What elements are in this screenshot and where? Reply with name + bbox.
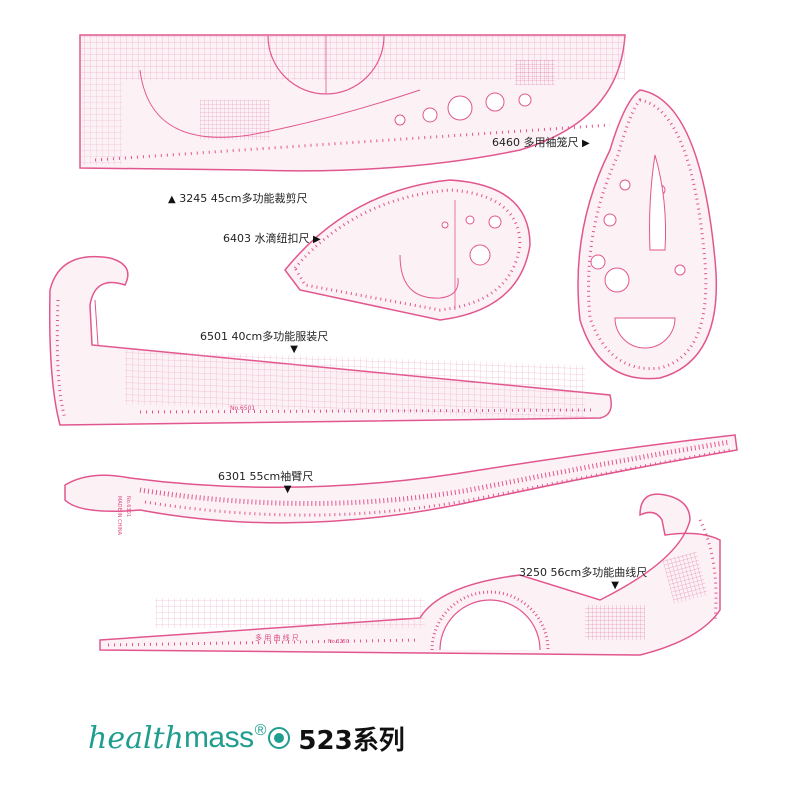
brand-logo-icon	[268, 727, 291, 749]
ruler-6301-number: No.6301	[125, 496, 131, 517]
right-arrow-icon: ▶	[582, 138, 590, 149]
ruler-6301-made: MADE IN CHINA	[116, 496, 122, 536]
ruler-3250: 多 用 曲 线 尺 No.3250	[99, 493, 721, 656]
brand-mass: mass	[183, 721, 254, 754]
ruler-6460	[577, 89, 718, 380]
ruler-6501-number: No.6501	[230, 405, 255, 412]
brand-footer: health mass ® 523系列	[88, 718, 405, 758]
up-arrow-icon: ▲	[168, 194, 176, 205]
registered-mark: ®	[254, 722, 267, 739]
caption-3250-text: 3250 56cm多功能曲线尺	[519, 566, 648, 579]
ruler-3250-title: 多 用 曲 线 尺	[255, 633, 299, 642]
ruler-6301: MADE IN CHINA No.6301	[64, 434, 738, 536]
down-arrow-icon: ▼	[290, 344, 298, 355]
caption-3245-text: 3245 45cm多功能裁剪尺	[179, 192, 308, 205]
right-arrow-icon: ▶	[313, 234, 321, 245]
caption-6460: 6460 多用袖笼尺 ▶	[492, 136, 590, 150]
ruler-3250-number: No.3250	[328, 639, 349, 645]
caption-6501-text: 6501 40cm多功能服装尺	[200, 330, 329, 343]
caption-6301-text: 6301 55cm袖臂尺	[218, 470, 314, 483]
ruler-6403	[284, 179, 531, 321]
caption-6501: 6501 40cm多功能服装尺 ▼	[200, 330, 328, 356]
down-arrow-icon: ▼	[611, 580, 619, 591]
brand-health: health	[88, 720, 184, 756]
ruler-6501: No.6501	[48, 255, 612, 426]
down-arrow-icon: ▼	[283, 484, 292, 495]
caption-6403-text: 6403 水滴纽扣尺	[223, 232, 310, 245]
caption-3245: ▲ 3245 45cm多功能裁剪尺	[168, 192, 307, 206]
ruler-3245	[79, 34, 626, 172]
caption-6403: 6403 水滴纽扣尺 ▶	[223, 232, 321, 246]
caption-3250: 3250 56cm多功能曲线尺 ▼	[519, 566, 647, 592]
series-title: 523系列	[298, 725, 405, 756]
caption-6301: 6301 55cm袖臂尺 ▼	[218, 470, 313, 496]
caption-6460-text: 6460 多用袖笼尺	[492, 136, 579, 149]
